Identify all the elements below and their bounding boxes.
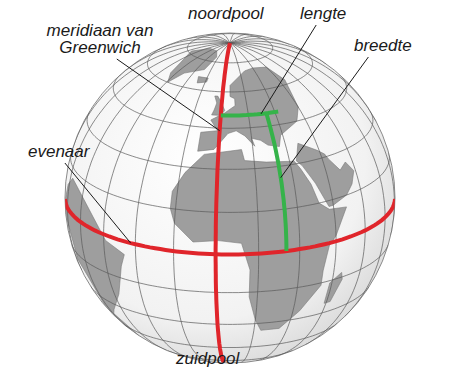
marks-group — [65, 25, 369, 243]
parallel-line — [72, 245, 388, 293]
meridian-line — [230, 43, 259, 363]
parallel-line — [71, 153, 390, 212]
meridian-line — [104, 43, 230, 350]
parallel-line — [87, 111, 373, 169]
longitude-line — [221, 112, 278, 116]
parallel-line — [148, 46, 313, 92]
meridian-line — [230, 43, 394, 235]
parallel-line — [91, 287, 369, 325]
meridian-line — [230, 43, 365, 345]
globe-disk — [65, 33, 395, 363]
leader-line — [117, 59, 220, 131]
parallel-line — [113, 74, 346, 128]
north-pole-label: noordpool — [188, 5, 264, 22]
meridian-line — [230, 36, 266, 43]
equator-line — [65, 199, 395, 254]
leader-line — [261, 25, 316, 114]
land-mass — [296, 143, 353, 206]
leader-line — [281, 57, 369, 178]
meridian-line — [230, 43, 300, 361]
land-mass — [198, 67, 299, 151]
meridian-line — [230, 43, 336, 356]
meridian-line — [68, 43, 231, 270]
longitude-label: lengte — [300, 5, 346, 22]
meridian-line — [230, 43, 376, 122]
meridian-line — [230, 41, 326, 64]
meridian-line — [81, 43, 231, 329]
greenwich-meridian — [216, 43, 230, 363]
leader-line — [65, 163, 131, 243]
south-pole-label: zuidpool — [176, 350, 239, 367]
greenwich-label: meridiaan van Greenwich — [30, 22, 170, 56]
grid-group — [65, 33, 395, 363]
land-mass — [66, 178, 139, 335]
meridian-line — [230, 43, 385, 316]
meridian-line — [230, 34, 249, 43]
latitude-line — [266, 113, 286, 251]
equator-label: evenaar — [28, 143, 89, 160]
land-mass — [168, 48, 217, 82]
latitude-label: breedte — [354, 37, 412, 54]
